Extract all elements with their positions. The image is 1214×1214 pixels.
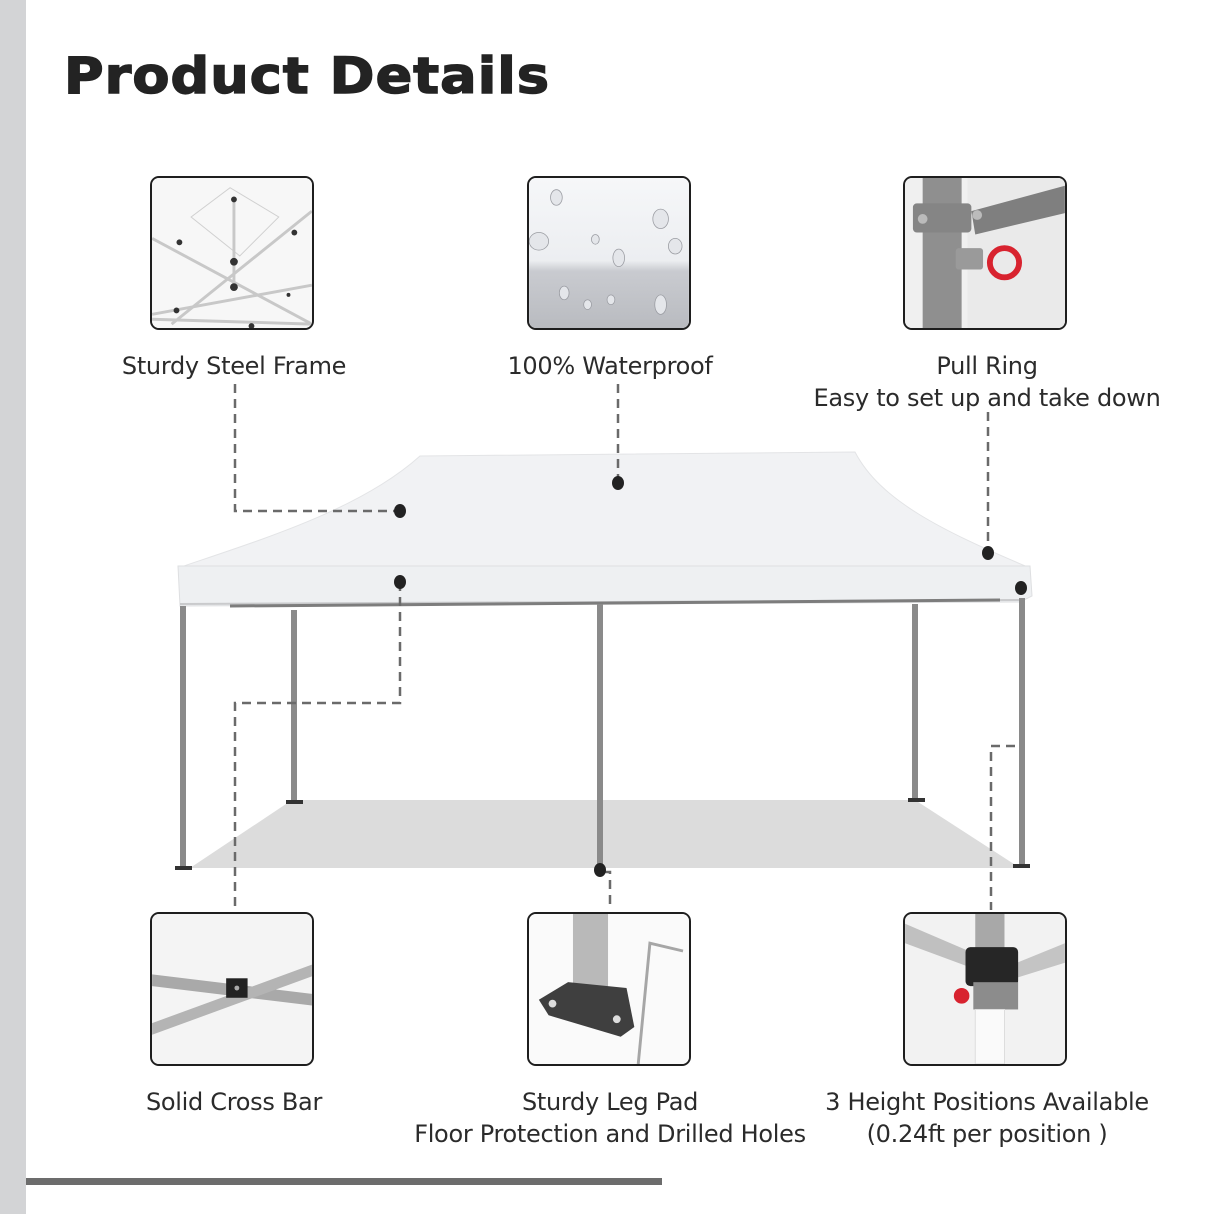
steel-frame-caption-line-1: Sturdy Steel Frame (121, 352, 347, 380)
waterproof-caption: 100% Waterproof (507, 350, 712, 382)
height-positions-caption-line-2: (0.24ft per position ) (866, 1120, 1108, 1148)
height-positions-caption: 3 Height Positions Available (0.24ft per… (825, 1086, 1149, 1150)
leg-pad-stake-photo (529, 914, 689, 1064)
pull-ring-caption-line-2: Easy to set up and take down (813, 384, 1161, 412)
left-side-bar (0, 0, 26, 1214)
waterproof-image (527, 176, 691, 330)
canopy-valance (177, 565, 1033, 607)
pull-ring-joint-photo (905, 178, 1065, 328)
height-positions-image (903, 912, 1067, 1066)
bottom-divider (26, 1178, 662, 1185)
height-adjust-button-photo (905, 914, 1065, 1064)
leg-pad-caption-line-1: Sturdy Leg Pad (521, 1088, 699, 1116)
pull-ring-caption: Pull Ring Easy to set up and take down (813, 350, 1160, 414)
pull-ring-image (903, 176, 1067, 330)
cross-bar-caption-line-1: Solid Cross Bar (145, 1088, 323, 1116)
leg-pad-image (527, 912, 691, 1066)
cross-bar-image (150, 912, 314, 1066)
leg-pad-caption: Sturdy Leg Pad Floor Protection and Dril… (414, 1086, 806, 1150)
height-positions-caption-line-1: 3 Height Positions Available (825, 1088, 1149, 1116)
floor-shadow (190, 800, 1020, 868)
cross-bar-joint-photo (152, 914, 312, 1064)
pull-ring-caption-line-1: Pull Ring (936, 352, 1038, 380)
canopy-roof (177, 451, 1031, 569)
leader-lines (233, 384, 1015, 910)
water-droplets-fabric-photo (529, 178, 689, 328)
steel-frame-caption: Sturdy Steel Frame (121, 350, 347, 382)
leg-pad-caption-line-2: Floor Protection and Drilled Holes (414, 1120, 806, 1148)
tent-frame-underside-photo (152, 178, 312, 328)
page-title: Product Details (63, 46, 551, 106)
tent-legs (180, 598, 1025, 868)
cross-bar-caption: Solid Cross Bar (146, 1086, 322, 1118)
marker-dots (394, 476, 1027, 877)
steel-frame-image (150, 176, 314, 330)
waterproof-caption-line-1: 100% Waterproof (507, 352, 713, 380)
